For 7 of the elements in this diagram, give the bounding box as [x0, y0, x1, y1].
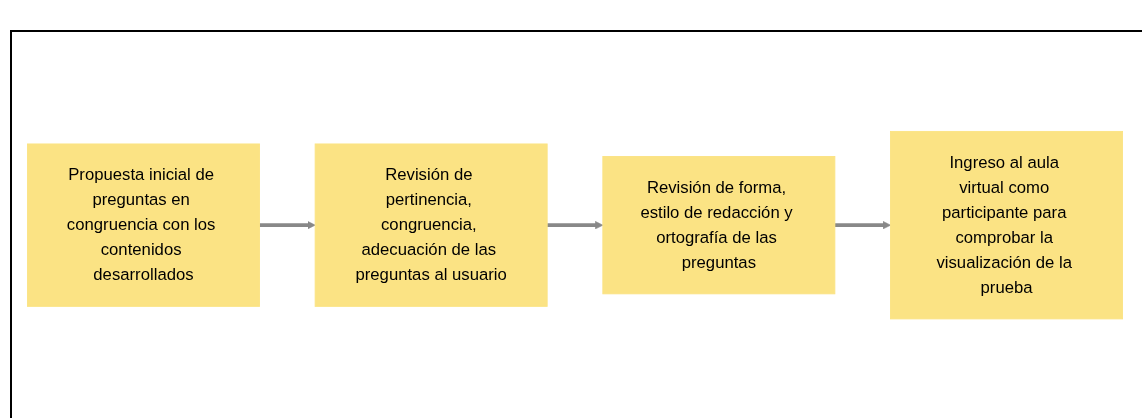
arrow	[834, 220, 891, 230]
node-box: Revisión de forma, estilo de redacción y ortografía de las preguntas	[602, 155, 836, 295]
node-box: Ingreso al aula virtual como participante para comprobar la visualización de la prueba	[890, 130, 1123, 320]
node-box: Revisión de pertinencia, congruencia, adecuación de las preguntas al usuario	[314, 143, 548, 307]
node-box: Propuesta inicial de preguntas en congruencia con los contenidos desarrollados	[27, 143, 260, 307]
arrow	[259, 220, 316, 230]
arrow	[547, 220, 604, 230]
